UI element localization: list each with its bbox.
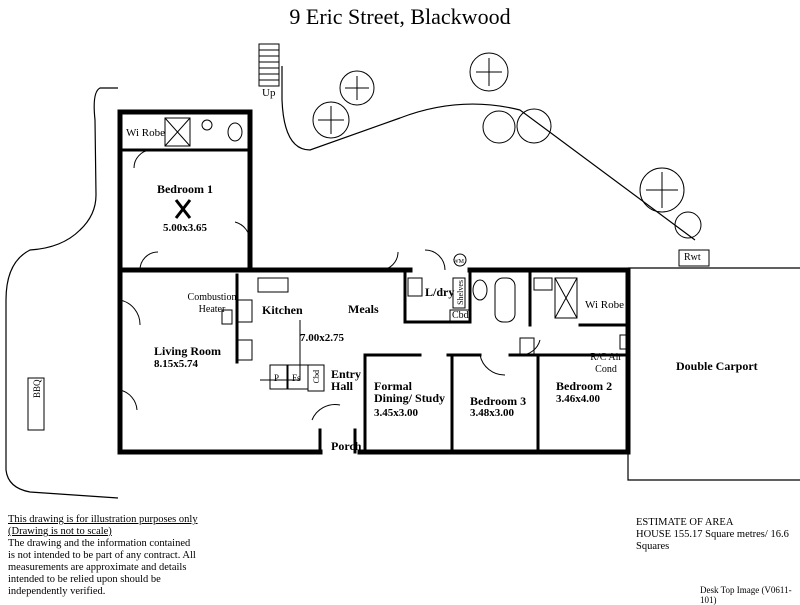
rwt-box — [678, 249, 710, 267]
fridge-space-label: Fs — [292, 373, 301, 383]
stairs — [258, 43, 280, 87]
pantry-label: P — [274, 373, 280, 383]
area-estimate-heading: ESTIMATE OF AREA — [636, 517, 734, 528]
formal-dining-name: Formal Dining/ Study — [374, 379, 446, 405]
rc-air-cond-label: R/C Air Cond — [590, 352, 622, 375]
laundry-label: L/dry — [425, 285, 455, 299]
rainwater-tank-label: Rwt — [684, 252, 701, 263]
page-title: 9 Eric Street, Blackwood — [289, 4, 511, 29]
image-credit: Desk Top Image (V0611-101) — [700, 585, 792, 605]
disclaimer-body: The drawing and the information containe… — [8, 538, 196, 597]
meals-name: Meals — [348, 302, 379, 316]
bedroom-1-size: 5.00x3.65 — [163, 222, 207, 234]
area-estimate-house: HOUSE 155.17 Square metres/ 16.6 Squares — [636, 529, 789, 552]
bedroom-3-size: 3.48x3.00 — [470, 407, 514, 419]
bedroom-2-size: 3.46x4.00 — [556, 393, 600, 405]
porch-label: Porch — [331, 439, 362, 453]
disclaimer: This drawing is for illustration purpose… — [8, 514, 198, 598]
carport-outline — [627, 267, 800, 481]
formal-dining-size: 3.45x3.00 — [374, 407, 418, 419]
wi-robe-1-label: Wi Robe — [126, 127, 165, 139]
bedroom-1-name: Bedroom 1 — [156, 182, 214, 196]
meals-size: 7.00x2.75 — [300, 332, 344, 344]
area-estimate: ESTIMATE OF AREA HOUSE 155.17 Square met… — [636, 517, 800, 553]
bbq-label: BBQ — [32, 379, 42, 398]
trees — [312, 52, 702, 239]
combustion-heater-label: Combustion Heater — [187, 292, 237, 315]
disclaimer-line-1: This drawing is for illustration purpose… — [8, 514, 198, 525]
shelves-label: Shelves — [456, 280, 465, 305]
garden-boundary — [5, 87, 119, 499]
cupboard-small-label: Cbd — [312, 370, 321, 384]
living-room-size: 8.15x5.74 — [154, 358, 198, 370]
living-room-name: Living Room — [154, 344, 222, 358]
stair-label: Up — [262, 87, 276, 99]
washing-machine-label: WM — [453, 259, 464, 265]
entry-hall-label: Entry Hall — [331, 367, 361, 393]
bedroom-3-name: Bedroom 3 — [470, 394, 527, 408]
kitchen-label: Kitchen — [262, 303, 303, 317]
bbq-box — [27, 377, 45, 431]
cupboard-label: Cbd — [452, 310, 469, 321]
ceiling-fan-icon — [174, 199, 192, 219]
disclaimer-line-2: (Drawing is not to scale) — [8, 526, 112, 537]
wi-robe-2-label: Wi Robe — [585, 299, 624, 311]
double-carport-label: Double Carport — [676, 359, 758, 373]
driveway-line — [281, 99, 696, 241]
bedroom-2-name: Bedroom 2 — [556, 379, 613, 393]
